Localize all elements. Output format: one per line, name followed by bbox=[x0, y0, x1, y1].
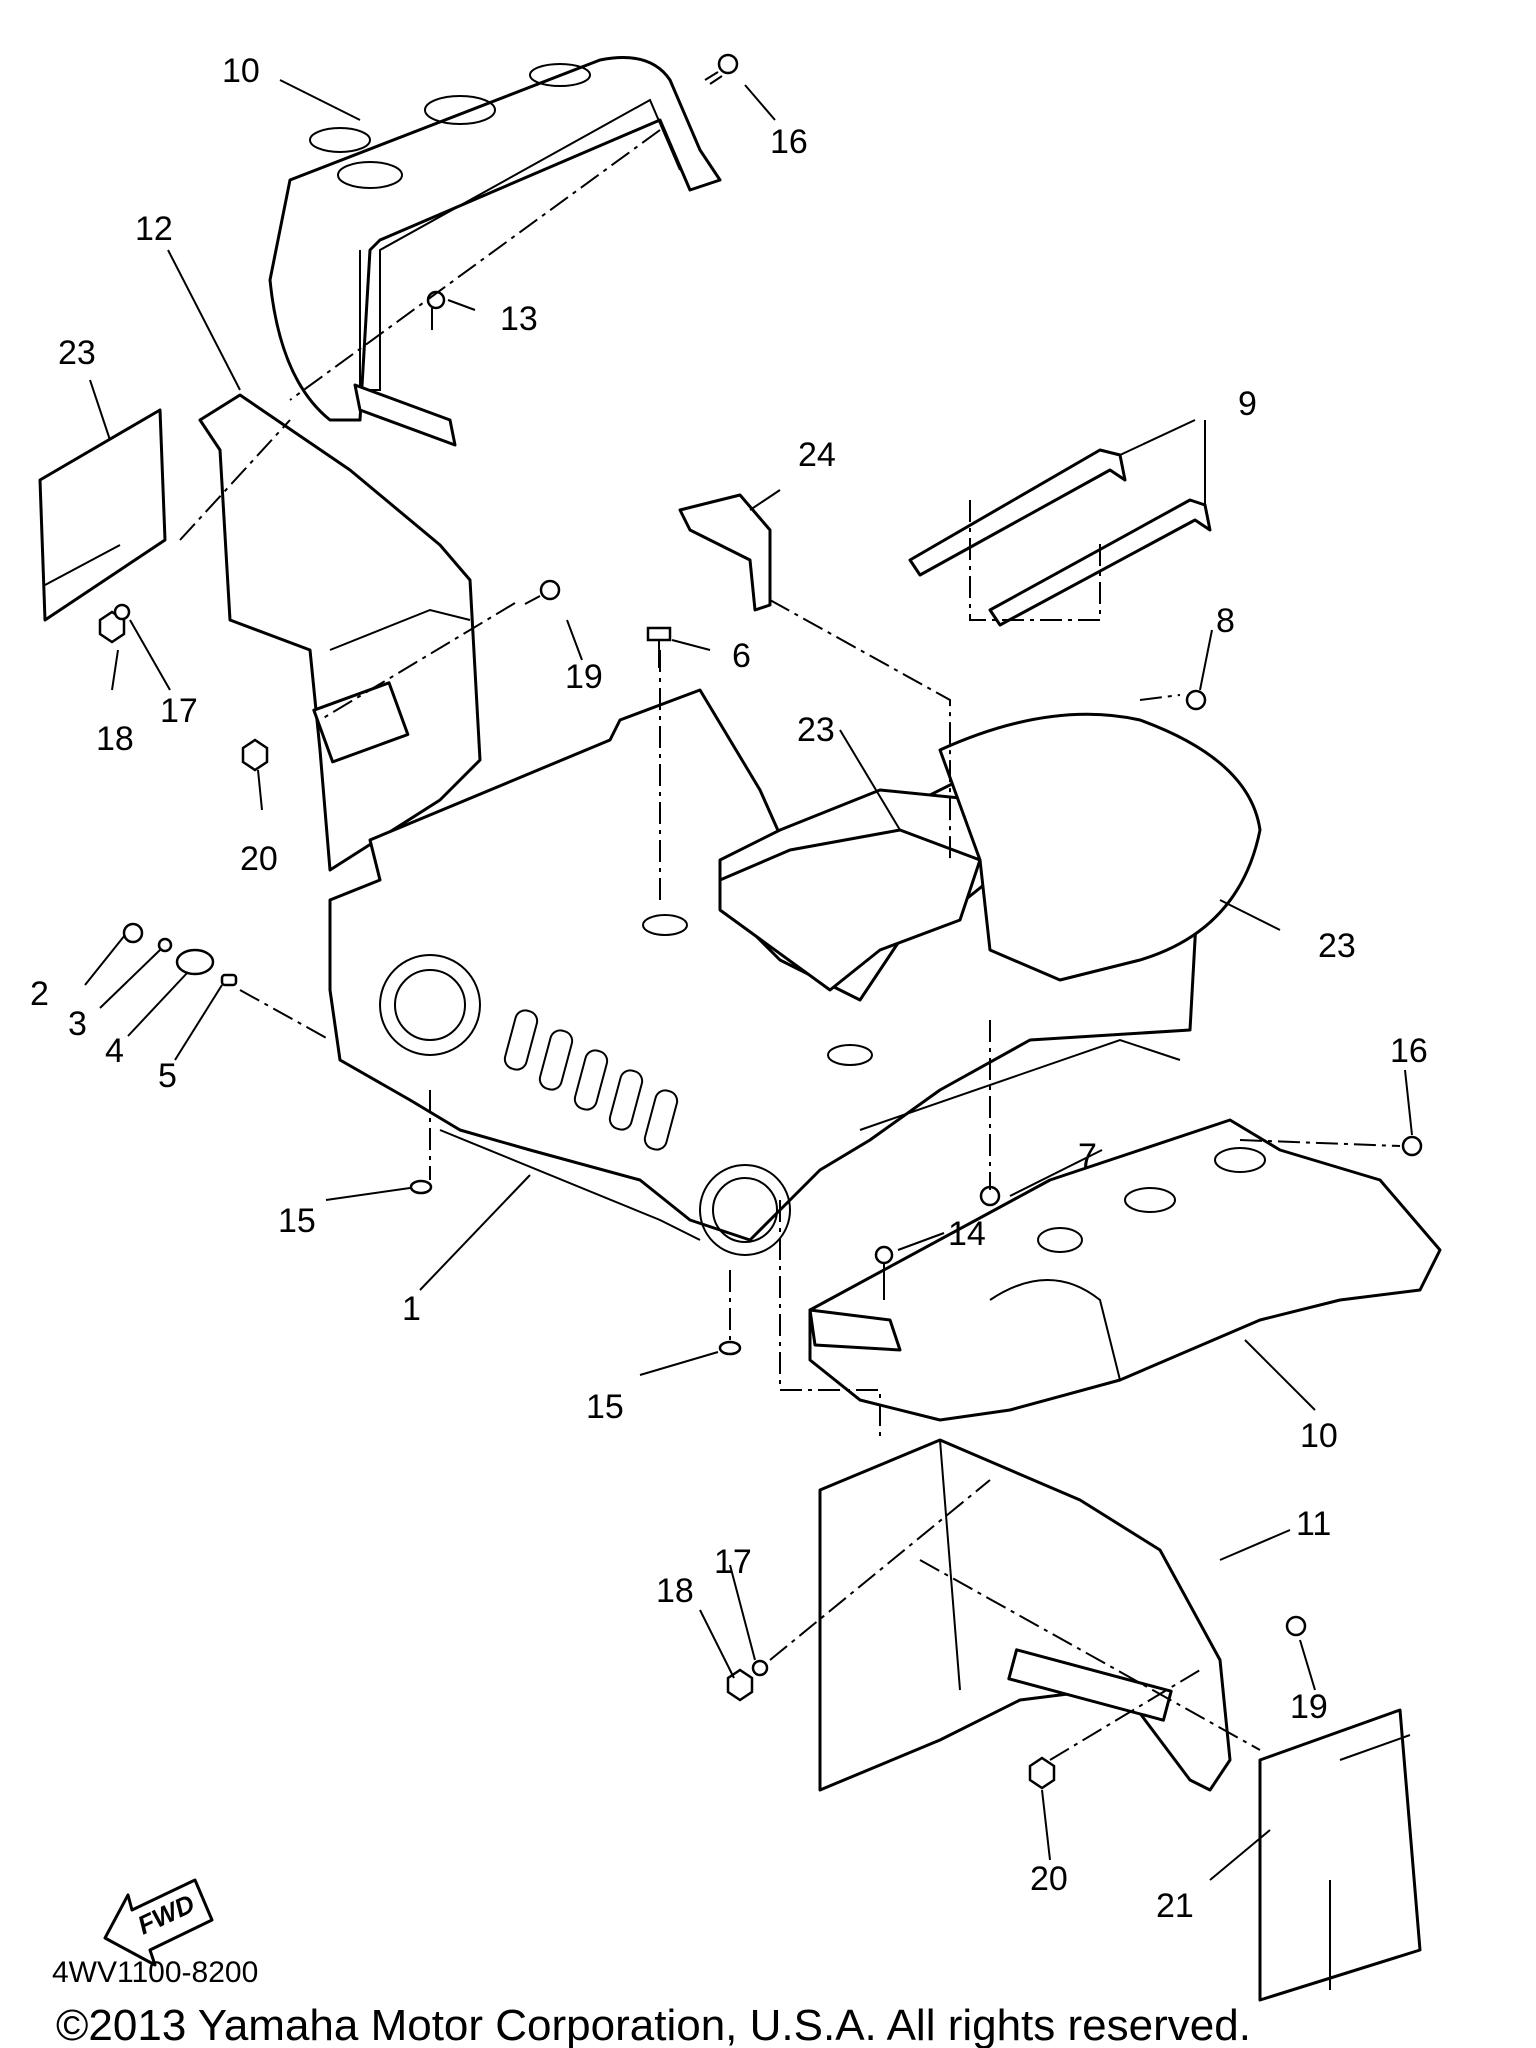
callout-7: 7 bbox=[1078, 1137, 1097, 1175]
callout-10: 10 bbox=[1300, 1417, 1338, 1455]
part-23-cover bbox=[718, 828, 982, 992]
alignment-lines bbox=[179, 129, 1401, 1761]
part-24-bracket bbox=[678, 493, 772, 612]
callout-13: 12 bbox=[135, 210, 173, 248]
callout-18-right: 18 bbox=[656, 1572, 694, 1610]
callout-6: 6 bbox=[732, 637, 751, 675]
part-21-right-decal bbox=[1258, 1708, 1422, 2002]
callout-20-right: 20 bbox=[1030, 1860, 1068, 1898]
drawing-code: 4WV1100-8200 bbox=[52, 1956, 258, 1989]
fwd-arrow-icon: FWD bbox=[103, 1878, 214, 1967]
callout-17-right: 17 bbox=[714, 1543, 752, 1581]
callout-2: 2 bbox=[30, 975, 49, 1013]
callout-labels: 10 16 12 13 23 9 24 6 8 19 17 18 23 20 2… bbox=[30, 52, 1428, 1925]
callout-8: 8 bbox=[1216, 602, 1235, 640]
callout-19-right: 19 bbox=[1290, 1688, 1328, 1726]
part-12-right-inner-flap bbox=[818, 1438, 1232, 1792]
callout-5: 5 bbox=[158, 1057, 177, 1095]
callout-16-top: 16 bbox=[770, 123, 808, 161]
callout-19-left: 19 bbox=[565, 658, 603, 696]
callout-3: 3 bbox=[68, 1005, 87, 1043]
callout-9: 9 bbox=[1238, 385, 1257, 423]
part-13-left-inner-flap bbox=[198, 393, 482, 872]
callout-24: 24 bbox=[798, 436, 836, 474]
callout-14-top: 13 bbox=[500, 300, 538, 338]
part-9-trim-strips bbox=[908, 448, 1212, 627]
callout-12: 11 bbox=[1296, 1505, 1331, 1543]
callout-11: 10 bbox=[222, 52, 260, 90]
part-11-rear-fender bbox=[268, 56, 722, 447]
hardware bbox=[98, 53, 1423, 1790]
part-22-left-decal bbox=[38, 408, 167, 622]
callout-18-left: 18 bbox=[96, 720, 134, 758]
callout-21: 21 bbox=[1156, 1887, 1194, 1925]
callout-17-left: 17 bbox=[160, 692, 198, 730]
leader-lines bbox=[84, 79, 1413, 1881]
callout-16-right: 16 bbox=[1390, 1032, 1428, 1070]
callout-20-left: 20 bbox=[240, 840, 278, 878]
callout-4: 4 bbox=[105, 1032, 124, 1070]
part-10-rear-fender bbox=[808, 1118, 1442, 1422]
callout-15-left: 15 bbox=[278, 1202, 316, 1240]
callout-14-lower: 14 bbox=[948, 1215, 986, 1253]
callout-23-right: 23 bbox=[1318, 927, 1356, 965]
copyright-notice: ©2013 Yamaha Motor Corporation, U.S.A. A… bbox=[56, 2001, 1251, 2048]
callout-15-lower: 15 bbox=[586, 1388, 624, 1426]
callout-1: 1 bbox=[402, 1290, 421, 1328]
callout-23-top: 23 bbox=[797, 711, 835, 749]
callout-22: 23 bbox=[58, 334, 96, 372]
